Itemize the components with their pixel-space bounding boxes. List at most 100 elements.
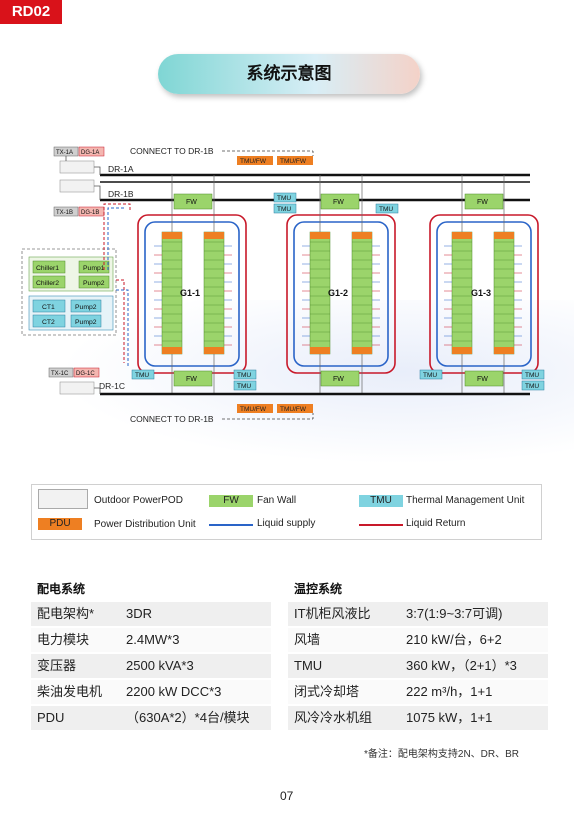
liquid-supply-pipe-1: [116, 289, 129, 367]
power-row-3-value: 2500 kVA*3: [126, 658, 194, 673]
powerpod-icon-a: [59, 160, 95, 174]
busbar-dr-1c-label: DR-1C: [99, 381, 125, 391]
g1-2-tmu-top-2: [273, 203, 297, 214]
legend-pdu-desc: Power Distribution Unit: [94, 519, 196, 530]
busbar-dr-1a-label: DR-1A: [108, 164, 134, 174]
g1-3-tmu-right-2-label: TMU: [525, 383, 539, 390]
g1-3-pdu-top-right: [494, 232, 514, 239]
pump1-label: Pump1: [83, 265, 105, 272]
g1-1-fw-top: [173, 193, 213, 210]
g1-2-fw-bottom: [320, 370, 360, 387]
footnote: *备注：配电架构支持2N、DR、BR: [364, 749, 520, 760]
dg-1c-label: DG-1C: [76, 371, 95, 377]
g1-3-tmu-left-label: TMU: [423, 372, 437, 379]
g1-2-fw-bottom-label: FW: [333, 376, 344, 383]
thermal-row-3-key: TMU: [294, 658, 323, 673]
tmufw-label-bottom-2: TMU/FW: [280, 406, 307, 413]
thermal-section-title: 温控系统: [294, 582, 343, 596]
g1-1-rack-right: [203, 231, 225, 355]
feeder-b: [94, 166, 101, 175]
page-code-tag: RD02: [0, 0, 62, 24]
dg-1c-box: [73, 367, 100, 378]
g1-1-tmu-right-1-label: TMU: [237, 372, 251, 379]
liquid-return-pipe-2: [103, 203, 131, 270]
thermal-row-1-value: 3:7(1:9~3:7可调): [406, 606, 503, 621]
chiller1-box: [32, 260, 66, 274]
power-row-3-key: 变压器: [37, 658, 77, 673]
thermal-row-4-value: 222 m³/h，1+1: [406, 684, 493, 699]
g1-1-tmu-left-label: TMU: [135, 372, 149, 379]
g1-2-supply-loop: [293, 221, 389, 367]
liquid-return-pipe-1: [116, 279, 125, 363]
g1-3-label: G1-3: [471, 288, 491, 298]
g1-2-tmu-top-2-label: TMU: [277, 206, 291, 213]
legend-fw-swatch: FW: [209, 495, 253, 507]
g1-1-pdu-bottom-right: [204, 347, 224, 354]
thermal-row-3-value: 360 kW，（2+1）*3: [406, 658, 517, 673]
pump2-box-c: [70, 314, 102, 328]
g1-1-fw-bottom: [173, 370, 213, 387]
legend-pdu-swatch: PDU: [38, 518, 82, 530]
power-row-4: 柴油发电机 2200 kW DCC*3: [31, 680, 271, 704]
g1-1-supply-loop: [144, 221, 240, 367]
dg-1b-label: DG-1B: [81, 210, 99, 216]
g1-3-tmu-left: [419, 369, 443, 380]
power-row-4-key: 柴油发电机: [37, 684, 103, 699]
pump1-box: [78, 260, 110, 274]
g1-2-fw-top: [320, 193, 360, 210]
legend-outdoor-pod: Outdoor PowerPOD: [94, 495, 183, 506]
thermal-row-2-value: 210 kW/台，6+2: [406, 632, 502, 647]
rack-slot-lines: [154, 241, 522, 346]
liquid-supply-pipe-2: [107, 207, 126, 270]
g1-2-label: G1-2: [328, 288, 348, 298]
g1-2-pdu-bottom-right: [352, 347, 372, 354]
chiller2-label: Chiller2: [36, 280, 59, 287]
pump2-box-a: [78, 275, 110, 289]
tmufw-label-top-1: TMU/FW: [240, 158, 267, 165]
g1-3-fw-top-label: FW: [477, 199, 488, 206]
tx-1b-label: TX-1B: [56, 210, 73, 216]
thermal-row-3: TMU 360 kW，（2+1）*3: [288, 654, 548, 678]
g1-2-pdu-top-right: [352, 232, 372, 239]
dg-1a-label: DG-1A: [81, 150, 99, 156]
group-g1-2: FW FW G1-2 TMU TMU TMU: [273, 192, 399, 387]
dg-1a-box: [78, 146, 105, 157]
g1-1-pdu-top-right: [204, 232, 224, 239]
g1-3-fw-bottom-label: FW: [477, 376, 488, 383]
tx-1b-box: [53, 206, 79, 217]
power-row-1: 配电架构* 3DR: [31, 602, 271, 626]
group-g1-3: FW FW G1-3 TMU TMU TMU: [419, 193, 545, 391]
busbar-dr-1b-label: DR-1B: [108, 189, 134, 199]
thermal-row-2-key: 风墙: [294, 632, 321, 647]
outdoor-powerpod-icon: [38, 489, 88, 509]
power-row-1-value: 3DR: [126, 606, 153, 621]
connect-bottom-label: CONNECT TO DR-1B: [130, 414, 214, 424]
thermal-row-1: IT机柜风液比 3:7(1:9~3:7可调): [288, 602, 548, 626]
g1-3-pdu-bottom-left: [452, 347, 472, 354]
power-row-3: 变压器 2500 kVA*3: [31, 654, 271, 678]
legend-liquid-return: Liquid Return: [406, 518, 466, 529]
power-row-4-value: 2200 kW DCC*3: [126, 684, 222, 699]
page-title: 系统示意图: [158, 54, 420, 94]
g1-2-tmu-top-3-label: TMU: [379, 206, 393, 213]
tmufw-label-bottom-1: TMU/FW: [240, 406, 267, 413]
power-section-title: 配电系统: [37, 582, 86, 596]
g1-1-tmu-right-2: [233, 380, 257, 391]
g1-3-fw-top: [464, 193, 504, 210]
ct2-label: CT2: [42, 319, 55, 326]
dg-1b-box: [78, 206, 105, 217]
ct2-box: [32, 314, 66, 328]
g1-1-tmu-right-2-label: TMU: [237, 383, 251, 390]
g1-2-pdu-bottom-left: [310, 347, 330, 354]
g1-2-rack-right: [351, 231, 373, 355]
thermal-row-2: 风墙 210 kW/台，6+2: [288, 628, 548, 652]
g1-3-pdu-top-left: [452, 232, 472, 239]
pump2-box-b: [70, 299, 102, 313]
feeder-d: [94, 387, 101, 394]
g1-2-fw-top-label: FW: [333, 199, 344, 206]
g1-2-rack-left: [309, 231, 331, 355]
tmufw-label-top-2: TMU/FW: [280, 158, 307, 165]
g1-1-label: G1-1: [180, 288, 200, 298]
thermal-row-5-value: 1075 kW，1+1: [406, 710, 493, 725]
power-row-2-key: 电力模块: [37, 632, 90, 647]
